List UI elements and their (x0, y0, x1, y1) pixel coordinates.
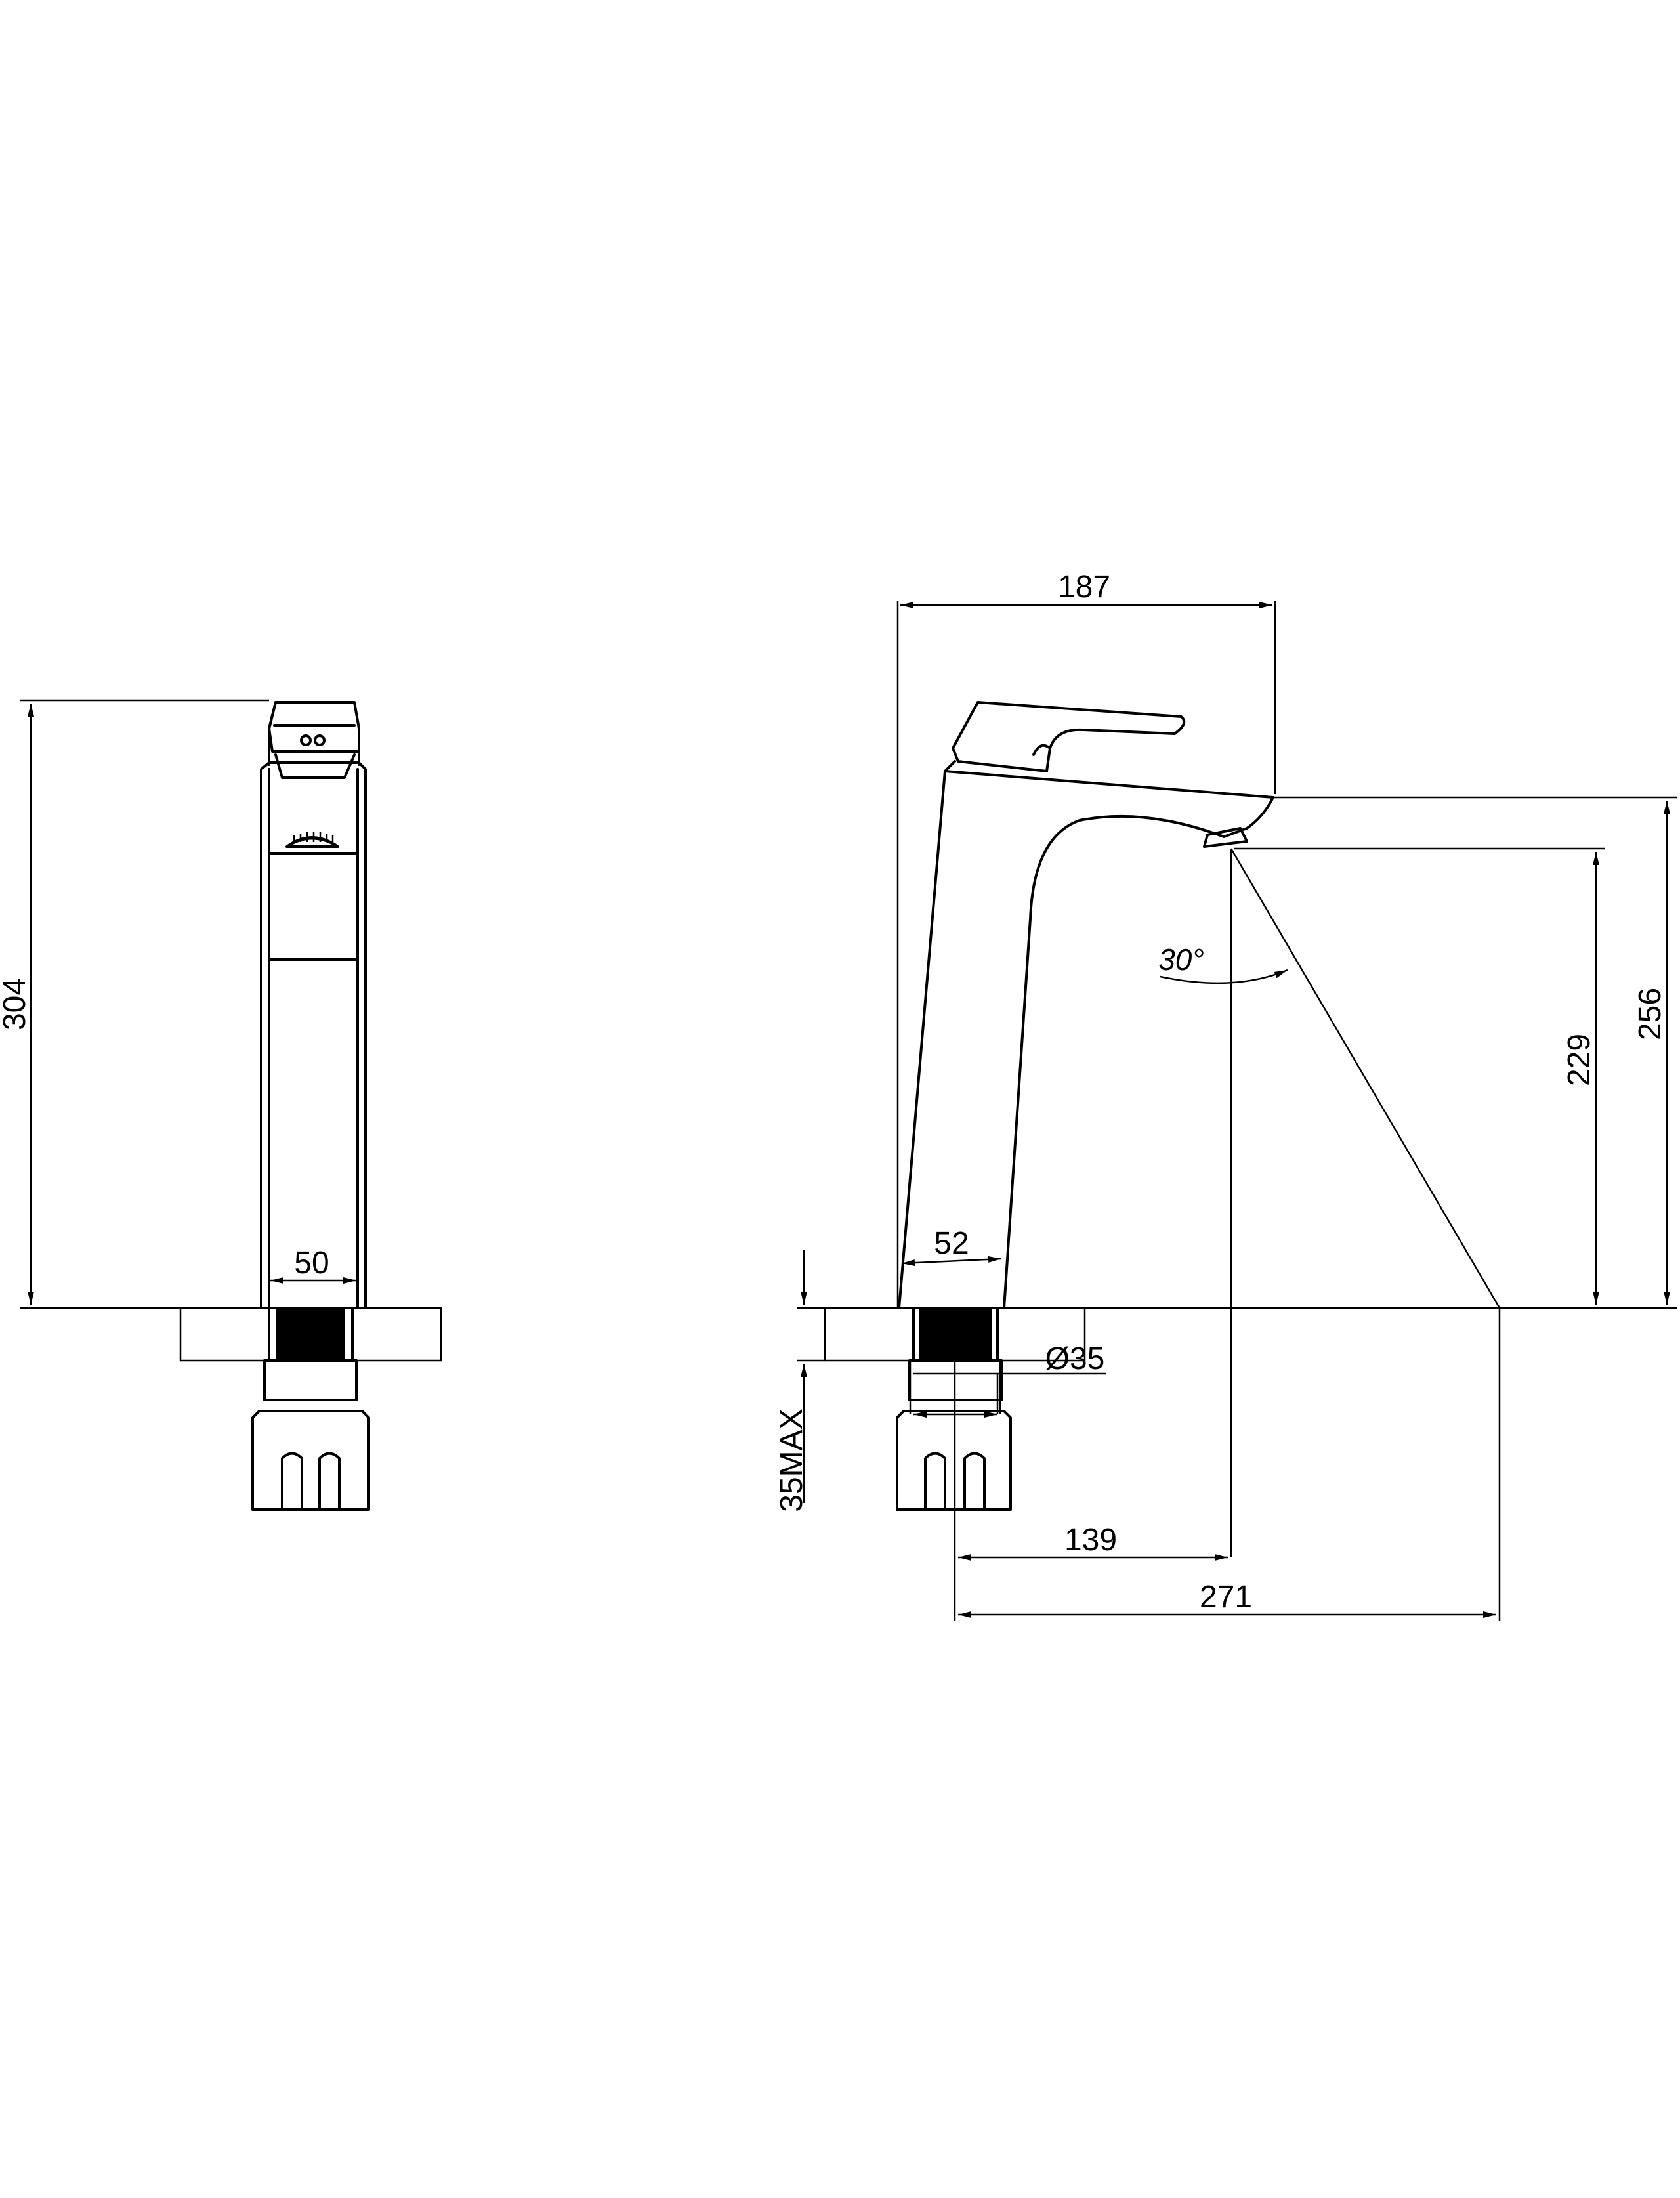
dim-label-52: 52 (934, 1226, 969, 1261)
mounting-shank-side (919, 1309, 992, 1359)
faucet-body-side (898, 760, 1274, 1309)
mounting-shank (276, 1309, 345, 1359)
dimension-diameter-35: Ø35 (909, 1342, 1106, 1418)
dim-label-256: 256 (1633, 988, 1668, 1040)
side-view: 187 52 256 229 30° (774, 570, 1677, 1621)
dim-label-35max: 35MAX (774, 1408, 809, 1511)
dim-label-304: 304 (0, 978, 32, 1030)
dim-label-50: 50 (294, 1246, 329, 1280)
dim-label-diameter-35: Ø35 (1045, 1342, 1105, 1376)
handle-side (952, 701, 1186, 772)
spray-angle: 30° (1158, 848, 1501, 1557)
fixing-nut-side (896, 1359, 1012, 1511)
dimension-52: 52 (901, 1226, 1002, 1267)
dimension-256: 256 (1270, 796, 1677, 1305)
front-view: 304 50 (0, 699, 442, 1511)
dim-label-187: 187 (1058, 570, 1110, 604)
handle-front (268, 701, 360, 779)
dim-label-139: 139 (1064, 1523, 1117, 1557)
dimension-271: 271 (958, 1308, 1501, 1621)
faucet-body-front (260, 761, 367, 1309)
dimension-187: 187 (896, 570, 1276, 1308)
angle-label-30: 30° (1158, 942, 1204, 977)
dimension-304: 304 (0, 699, 269, 1309)
dimension-50: 50 (270, 1246, 356, 1284)
fixing-nut-front (251, 1359, 370, 1511)
dim-label-271: 271 (1200, 1580, 1252, 1615)
dimension-229: 229 (1234, 847, 1605, 1305)
dimension-35max: 35MAX (774, 1250, 825, 1512)
aerator (285, 832, 339, 848)
dimension-139: 139 (954, 1361, 1228, 1621)
dim-label-229: 229 (1562, 1034, 1597, 1086)
